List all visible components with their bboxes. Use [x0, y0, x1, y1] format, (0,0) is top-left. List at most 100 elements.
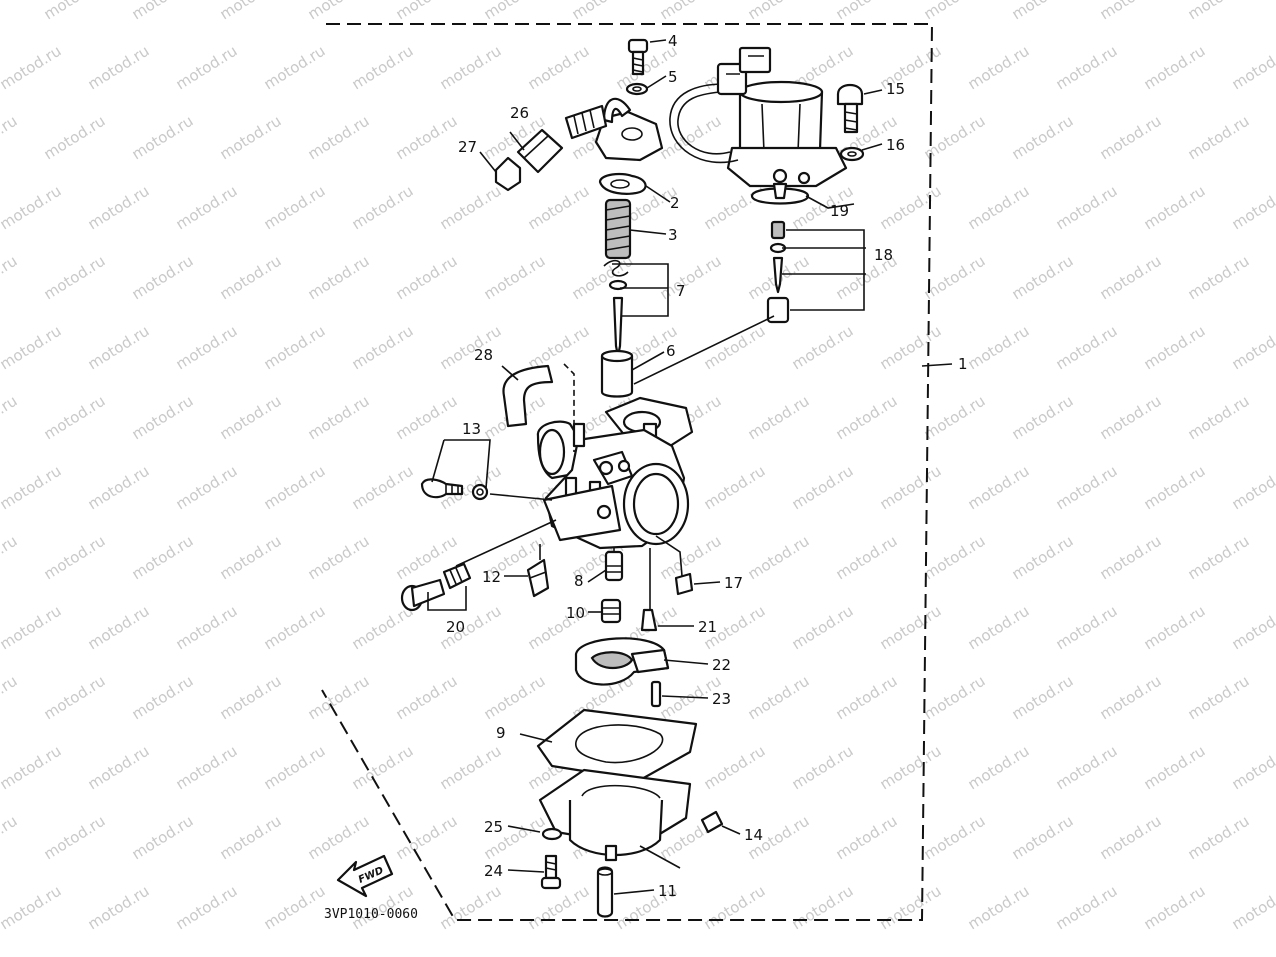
watermark-text: motod.ru	[0, 322, 64, 374]
watermark-text: motod.ru	[701, 882, 769, 934]
watermark-text: motod.ru	[1097, 952, 1165, 957]
watermark-text: motod.ru	[393, 812, 461, 864]
watermark-text: motod.ru	[129, 532, 197, 584]
watermark-text: motod.ru	[41, 112, 109, 164]
watermark-text: motod.ru	[41, 252, 109, 304]
watermark-text: motod.ru	[1053, 602, 1121, 654]
callout-labels: 1 2 3 4 5 6 7 8 9 10 11 12 13 14 15 16 1…	[446, 32, 968, 900]
watermark-text: motod.ru	[349, 322, 417, 374]
watermark-text: motod.ru	[481, 952, 549, 957]
callout-14: 14	[744, 826, 763, 844]
watermark-text: motod.ru	[217, 252, 285, 304]
watermark-text: motod.ru	[1185, 532, 1253, 584]
watermark-text: motod.ru	[1185, 252, 1253, 304]
watermark-text: motod.ru	[305, 952, 373, 957]
callout-19: 19	[830, 202, 849, 220]
part-main-jet-10	[600, 598, 622, 624]
callout-21: 21	[698, 618, 717, 636]
watermark-text: motod.ru	[41, 532, 109, 584]
callout-25: 25	[484, 818, 503, 836]
watermark-text: motod.ru	[305, 392, 373, 444]
callout-6: 6	[666, 342, 676, 360]
watermark-text: motod.ru	[85, 322, 153, 374]
watermark-text: motod.ru	[129, 812, 197, 864]
part-drain-screw-17	[674, 572, 694, 596]
watermark-text: motod.ru	[305, 672, 373, 724]
watermark-text: motod.ru	[305, 252, 373, 304]
watermark-text: motod.ru	[1053, 322, 1121, 374]
watermark-text: motod.ru	[1273, 672, 1276, 724]
watermark-text: motod.ru	[569, 0, 637, 23]
watermark-text: motod.ru	[877, 462, 945, 514]
watermark-text: motod.ru	[789, 462, 857, 514]
watermark-text: motod.ru	[965, 42, 1033, 94]
forward-direction-arrow-icon: FWD	[336, 854, 394, 898]
watermark-text: motod.ru	[1273, 252, 1276, 304]
watermark-text: motod.ru	[1273, 812, 1276, 864]
part-screw-24	[540, 854, 562, 890]
watermark-text: motod.ru	[833, 812, 901, 864]
watermark-text: motod.ru	[173, 42, 241, 94]
watermark-text: motod.ru	[173, 602, 241, 654]
watermark-text: motod.ru	[833, 532, 901, 584]
assembly-frame	[321, 23, 934, 921]
watermark-text: motod.ru	[85, 742, 153, 794]
watermark-text: motod.ru	[129, 112, 197, 164]
watermark-text: motod.ru	[393, 112, 461, 164]
callout-10: 10	[566, 604, 585, 622]
callout-5: 5	[668, 68, 678, 86]
watermark-text: motod.ru	[1141, 882, 1209, 934]
watermark-text: motod.ru	[657, 112, 725, 164]
watermark-text: motod.ru	[1053, 42, 1121, 94]
callout-8: 8	[574, 572, 584, 590]
watermark-text: motod.ru	[1097, 532, 1165, 584]
watermark-text: motod.ru	[393, 952, 461, 957]
part-screw-4	[627, 38, 649, 76]
watermark-text: motod.ru	[921, 532, 989, 584]
watermark-text: motod.ru	[833, 0, 901, 23]
part-auto-choke-19	[669, 46, 848, 205]
watermark-text: motod.ru	[173, 322, 241, 374]
watermark-text: motod.ru	[305, 0, 373, 23]
watermark-text: motod.ru	[701, 462, 769, 514]
watermark-text: motod.ru	[129, 252, 197, 304]
watermark-text: motod.ru	[0, 672, 20, 724]
watermark-text: motod.ru	[1097, 812, 1165, 864]
part-float-chamber	[538, 768, 692, 862]
watermark-text: motod.ru	[349, 182, 417, 234]
watermark-text: motod.ru	[525, 182, 593, 234]
watermark-text: motod.ru	[1229, 182, 1276, 234]
watermark-text: motod.ru	[1229, 882, 1276, 934]
callout-1: 1	[958, 355, 968, 373]
watermark-text: motod.ru	[1097, 252, 1165, 304]
watermark-text: motod.ru	[1185, 392, 1253, 444]
watermark-text: motod.ru	[1141, 182, 1209, 234]
part-washer-16	[839, 146, 865, 162]
watermark-text: motod.ru	[0, 952, 20, 957]
callout-28: 28	[474, 346, 493, 364]
watermark-text: motod.ru	[833, 952, 901, 957]
watermark-text: motod.ru	[1009, 0, 1077, 23]
assembly-lines	[455, 315, 775, 869]
part-throttle-valve-6	[600, 349, 634, 398]
callout-17: 17	[724, 574, 743, 592]
watermark-text: motod.ru	[789, 742, 857, 794]
watermark-text: motod.ru	[261, 182, 329, 234]
watermark-text: motod.ru	[965, 882, 1033, 934]
part-gasket-2	[598, 172, 647, 195]
watermark-text: motod.ru	[0, 882, 64, 934]
watermark-text: motod.ru	[1053, 182, 1121, 234]
part-drain-fitting-14	[700, 810, 724, 834]
watermark-text: motod.ru	[129, 672, 197, 724]
callout-15: 15	[886, 80, 905, 98]
watermark-text: motod.ru	[1141, 742, 1209, 794]
watermark-text: motod.ru	[789, 602, 857, 654]
part-float-pin-23	[650, 680, 662, 708]
watermark-text: motod.ru	[921, 952, 989, 957]
watermark-text: motod.ru	[833, 672, 901, 724]
watermark-text: motod.ru	[349, 462, 417, 514]
watermark-text: motod.ru	[525, 42, 593, 94]
part-spring-3	[604, 198, 632, 260]
callout-20: 20	[446, 618, 465, 636]
